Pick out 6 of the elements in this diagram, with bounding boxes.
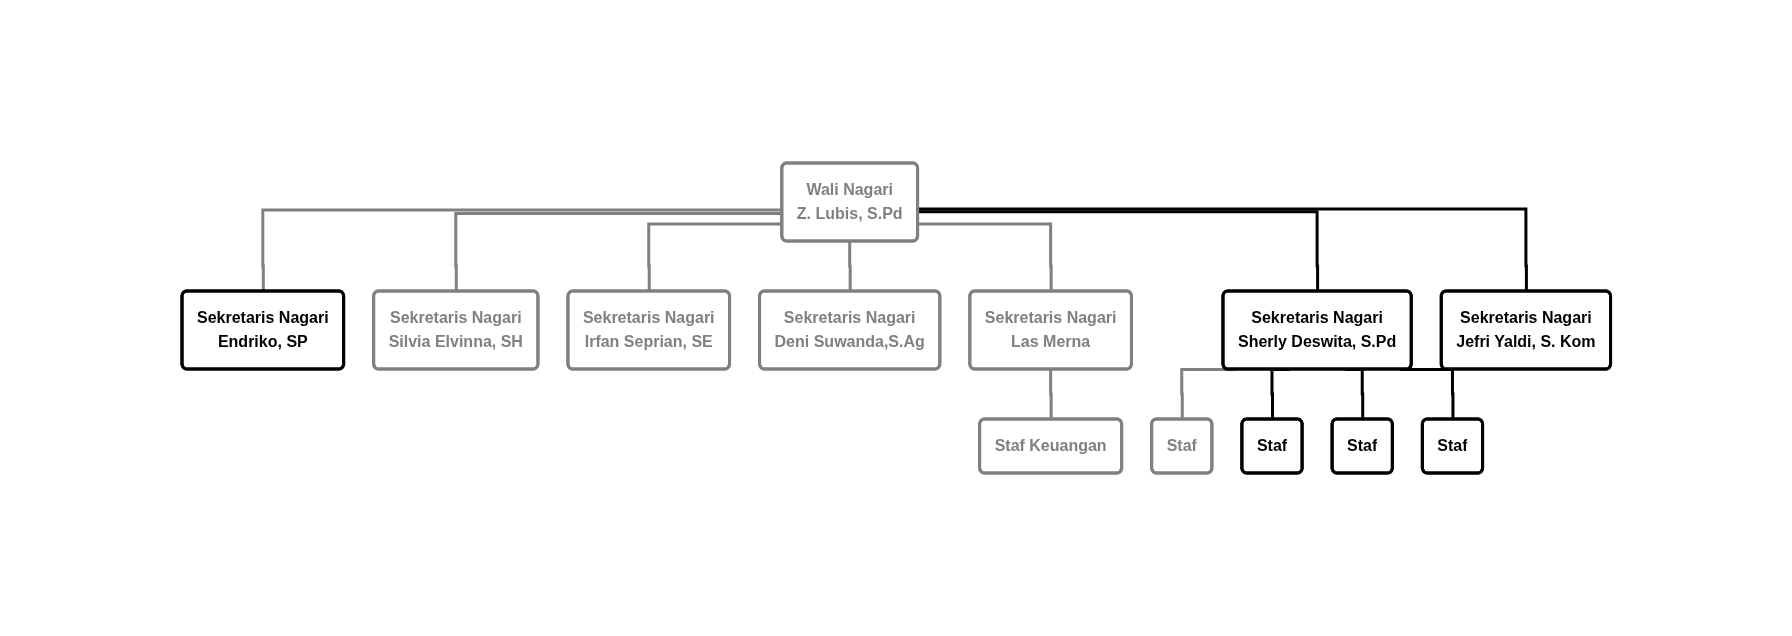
connector [646, 222, 782, 292]
connector [917, 210, 1319, 292]
connector [917, 222, 1053, 292]
connector [454, 212, 782, 292]
connector [917, 207, 1528, 292]
connector [261, 208, 782, 292]
